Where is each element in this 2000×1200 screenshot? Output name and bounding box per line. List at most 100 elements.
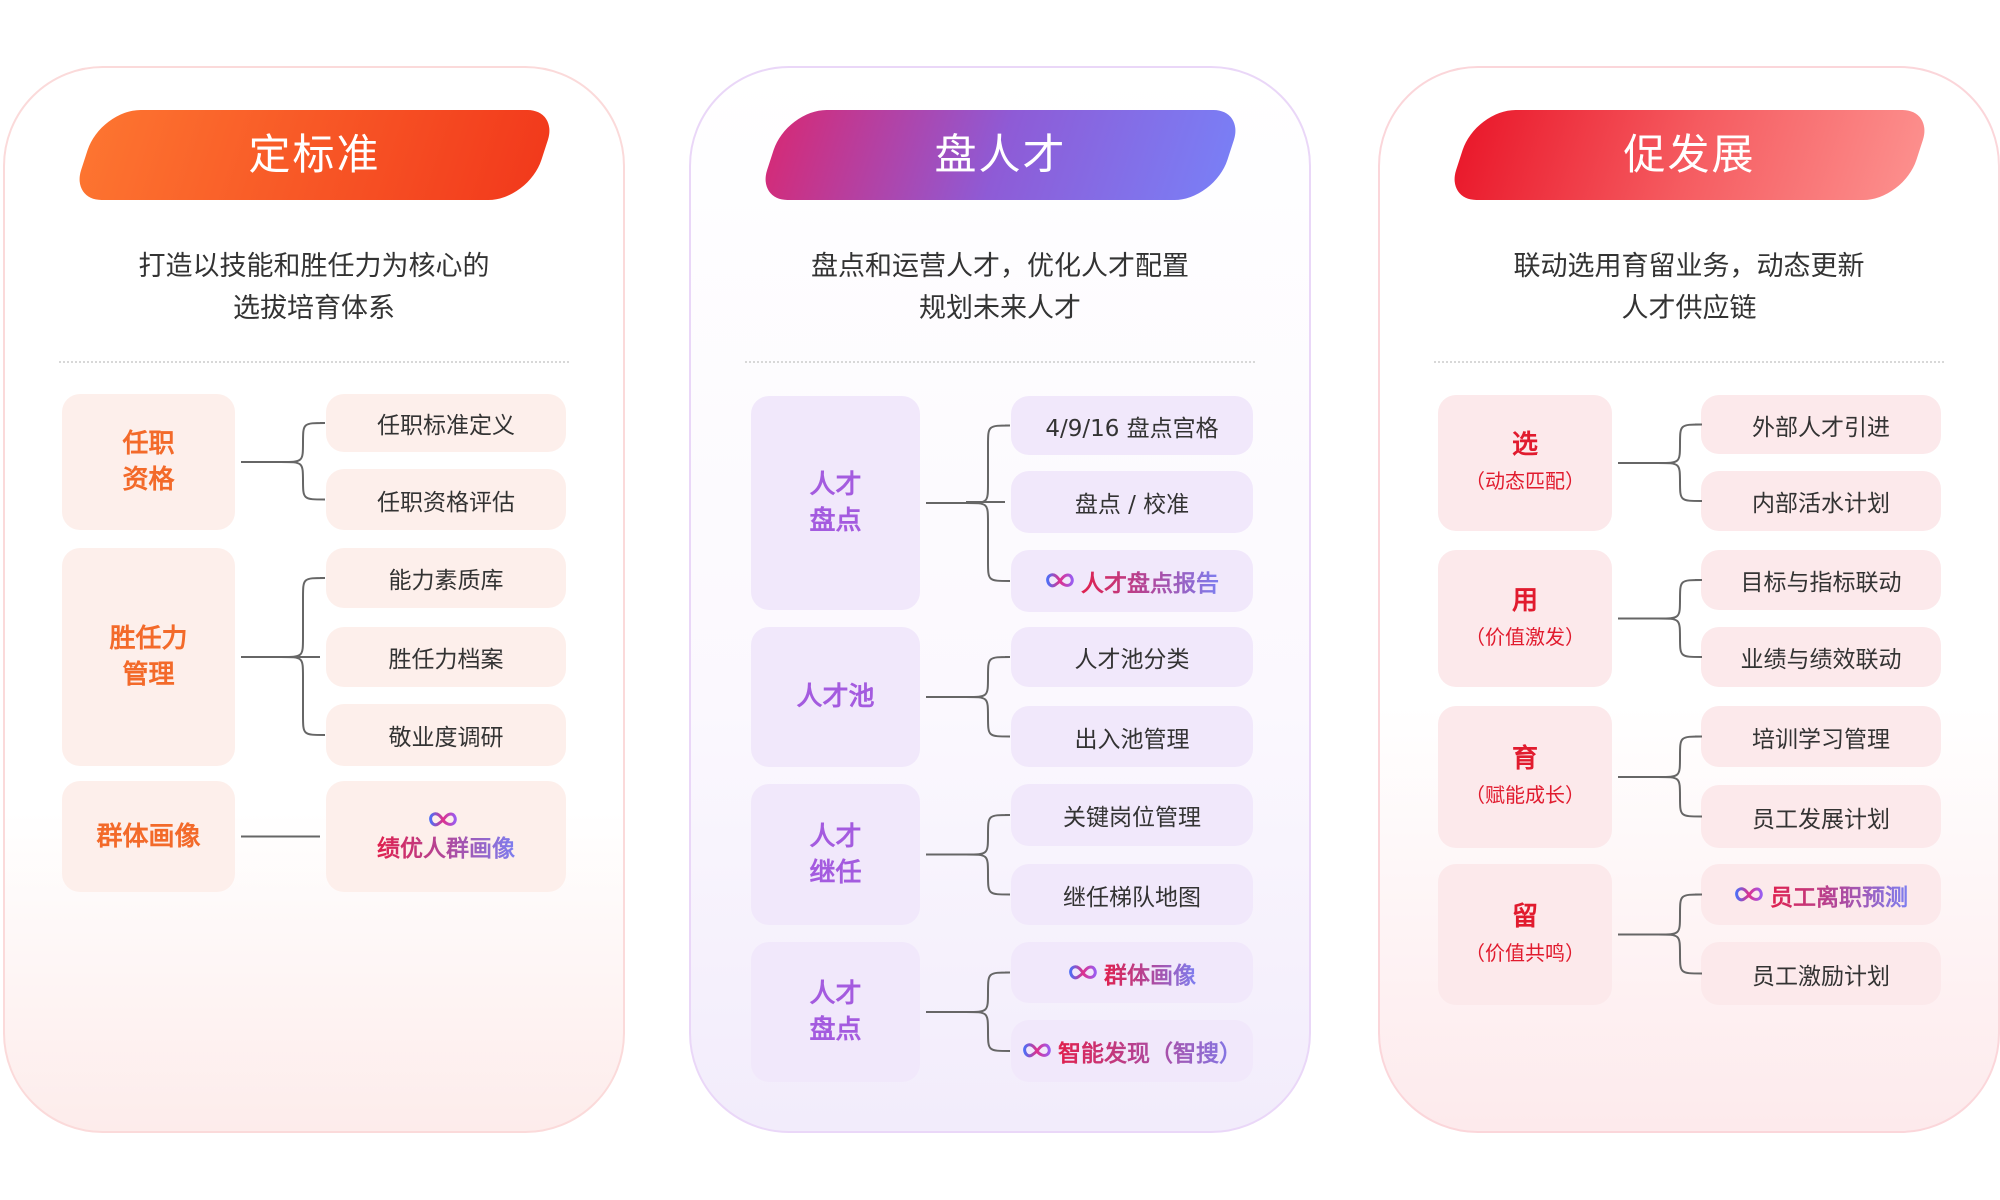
category-box[interactable]: 人才继任 xyxy=(751,784,920,925)
ai-feature-item[interactable]: 员工离职预测 xyxy=(1701,864,1941,925)
item-label: 业绩与绩效联动 xyxy=(1740,647,1902,673)
category-label: 人才 xyxy=(809,470,862,500)
ai-infinity-icon xyxy=(1046,573,1074,588)
category-label: 人才 xyxy=(809,821,862,852)
feature-item[interactable]: 业绩与绩效联动 xyxy=(1701,627,1941,687)
item-label: 内部活水计划 xyxy=(1752,491,1890,517)
subtitle-line: 规划未来人才 xyxy=(919,293,1081,324)
subtitle-line: 打造以技能和胜任力为核心的 xyxy=(138,251,490,282)
feature-item[interactable]: 内部活水计划 xyxy=(1701,471,1941,531)
item-label: 人才池分类 xyxy=(1074,647,1190,673)
feature-item[interactable]: 能力素质库 xyxy=(326,548,566,608)
feature-item[interactable]: 人才池分类 xyxy=(1011,627,1253,687)
subtitle-line: 选拔培育体系 xyxy=(233,293,395,324)
category-label: 人才 xyxy=(809,979,862,1009)
feature-item[interactable]: 出入池管理 xyxy=(1011,706,1253,767)
ai-item-label: 绩优人群画像 xyxy=(377,829,515,863)
ai-feature-item[interactable]: 人才盘点报告 xyxy=(1011,550,1253,612)
feature-item[interactable]: 员工发展计划 xyxy=(1701,785,1941,848)
category-box[interactable]: 用 （价值激发） xyxy=(1438,550,1612,687)
dotted-divider xyxy=(1434,361,1944,363)
ai-item-label: 智能发现（智搜） xyxy=(1058,1034,1242,1068)
ai-feature-item[interactable]: 智能发现（智搜） xyxy=(1011,1020,1253,1082)
category-sublabel: （动态匹配） xyxy=(1465,469,1585,493)
item-label: 4/9/16 盘点宫格 xyxy=(1045,415,1219,442)
item-label: 盘点 / 校准 xyxy=(1074,492,1190,518)
category-label: 资格 xyxy=(122,465,175,495)
item-label: 任职标准定义 xyxy=(377,413,515,439)
item-label: 任职资格评估 xyxy=(377,489,515,516)
subtitle-line: 人才供应链 xyxy=(1621,293,1757,324)
ai-infinity-icon xyxy=(1023,1043,1051,1058)
ai-feature-item[interactable]: 群体画像 xyxy=(1011,942,1253,1003)
feature-item[interactable]: 继任梯队地图 xyxy=(1011,864,1253,925)
item-label: 能力素质库 xyxy=(388,568,504,594)
feature-item[interactable]: 员工激励计划 xyxy=(1701,942,1941,1005)
item-label: 外部人才引进 xyxy=(1752,414,1890,441)
category-box[interactable]: 育 （赋能成长） xyxy=(1438,706,1612,848)
category-label: 用 xyxy=(1511,585,1538,616)
category-label: 盘点 xyxy=(809,506,862,536)
category-box[interactable]: 任职资格 xyxy=(62,394,235,530)
feature-item[interactable]: 任职资格评估 xyxy=(326,469,566,530)
category-label: 管理 xyxy=(122,660,175,690)
category-sublabel: （价值共鸣） xyxy=(1465,940,1585,965)
dotted-divider xyxy=(745,361,1255,363)
feature-item[interactable]: 盘点 / 校准 xyxy=(1011,471,1253,533)
column-subtitle: 打造以技能和胜任力为核心的选拔培育体系 xyxy=(25,246,603,330)
column-subtitle: 联动选用育留业务，动态更新人才供应链 xyxy=(1400,246,1978,330)
category-box[interactable]: 人才盘点 xyxy=(751,396,920,610)
category-label: 盘点 xyxy=(809,1015,862,1045)
item-label: 胜任力档案 xyxy=(388,647,504,673)
item-label: 员工激励计划 xyxy=(1752,963,1890,990)
column-title: 盘人才 xyxy=(934,130,1067,179)
column-title: 定标准 xyxy=(248,130,381,179)
category-label: 人才池 xyxy=(796,682,875,712)
item-label: 关键岗位管理 xyxy=(1063,805,1201,831)
dotted-divider xyxy=(59,361,569,363)
category-label: 育 xyxy=(1511,744,1538,774)
feature-item[interactable]: 培训学习管理 xyxy=(1701,706,1941,767)
category-box[interactable]: 选 （动态匹配） xyxy=(1438,395,1612,531)
category-box[interactable]: 群体画像 xyxy=(62,781,235,892)
ai-item-label: 人才盘点报告 xyxy=(1081,564,1219,598)
item-label: 敬业度调研 xyxy=(388,725,504,751)
ai-item-label: 群体画像 xyxy=(1104,956,1196,990)
category-label: 选 xyxy=(1511,430,1538,460)
ai-infinity-icon xyxy=(1735,886,1763,901)
ai-item-label: 员工离职预测 xyxy=(1770,878,1908,912)
feature-item[interactable]: 外部人才引进 xyxy=(1701,395,1941,454)
category-label: 留 xyxy=(1511,901,1538,932)
category-box[interactable]: 人才池 xyxy=(751,627,920,767)
column-title: 促发展 xyxy=(1623,130,1756,179)
item-label: 员工发展计划 xyxy=(1752,806,1890,833)
category-label: 群体画像 xyxy=(96,821,201,852)
subtitle-line: 联动选用育留业务，动态更新 xyxy=(1513,251,1865,282)
column-card-define-standards: 定标准 打造以技能和胜任力为核心的选拔培育体系 任职资格 任职标准定义任职资格评估… xyxy=(3,66,625,1133)
ai-infinity-icon xyxy=(1069,964,1097,979)
feature-item[interactable]: 胜任力档案 xyxy=(326,627,566,687)
column-card-promote-development: 促发展 联动选用育留业务，动态更新人才供应链 选 （动态匹配） 外部人才引进内部活水… xyxy=(1378,66,2000,1133)
category-box[interactable]: 胜任力管理 xyxy=(62,548,235,766)
category-sublabel: （赋能成长） xyxy=(1465,783,1585,807)
category-label: 胜任力 xyxy=(109,624,188,654)
feature-item[interactable]: 任职标准定义 xyxy=(326,394,566,452)
column-subtitle: 盘点和运营人才，优化人才配置规划未来人才 xyxy=(711,246,1289,330)
item-label: 继任梯队地图 xyxy=(1063,884,1201,911)
item-label: 培训学习管理 xyxy=(1752,726,1890,753)
feature-item[interactable]: 敬业度调研 xyxy=(326,704,566,766)
category-box[interactable]: 人才盘点 xyxy=(751,942,920,1082)
feature-item[interactable]: 关键岗位管理 xyxy=(1011,784,1253,846)
feature-item[interactable]: 4/9/16 盘点宫格 xyxy=(1011,396,1253,455)
category-label: 继任 xyxy=(809,857,862,888)
ai-infinity-icon xyxy=(429,811,457,826)
item-label: 目标与指标联动 xyxy=(1740,570,1902,596)
item-label: 出入池管理 xyxy=(1074,726,1190,753)
category-label: 任职 xyxy=(122,429,175,459)
category-box[interactable]: 留 （价值共鸣） xyxy=(1438,864,1612,1005)
feature-item[interactable]: 目标与指标联动 xyxy=(1701,550,1941,610)
ai-feature-item[interactable]: 绩优人群画像 xyxy=(326,781,566,892)
category-sublabel: （价值激发） xyxy=(1465,624,1585,649)
subtitle-line: 盘点和运营人才，优化人才配置 xyxy=(811,251,1189,282)
